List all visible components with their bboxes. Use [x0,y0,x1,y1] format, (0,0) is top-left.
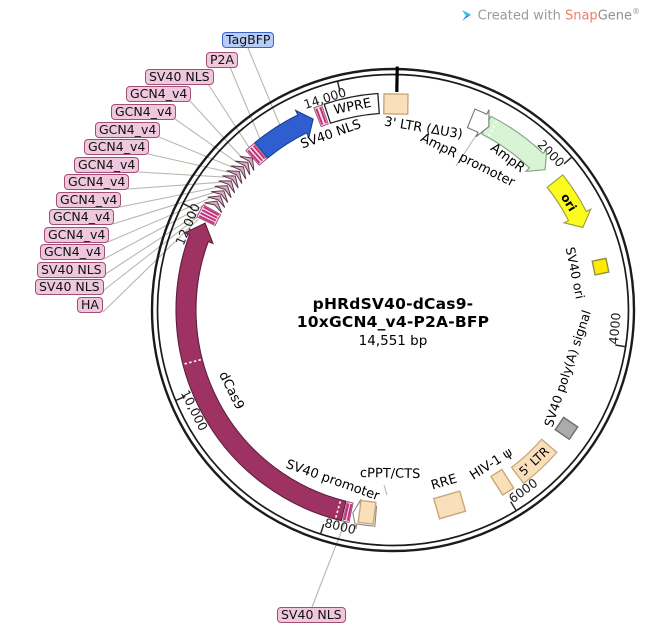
arc-label: SV40 ori [563,246,588,301]
feature-dcas9 [175,222,347,522]
plasmid-title-block: pHRdSV40-dCas9-10xGCN4_v4-P2A-BFP 14,551… [262,295,525,349]
leader-line [137,171,225,178]
feature-gcn4-repeat [230,165,247,180]
arc-label: SV40 poly(A) signal [541,308,594,429]
feature-stripe [250,147,263,162]
arc-label: cPPT/CTS [360,466,421,482]
position-tick [563,156,573,165]
backbone-outer-ring [150,67,636,553]
callout-gcn4-v4: GCN4_v4 [56,192,122,208]
feature-5-ltr [510,438,558,485]
feature-ori [546,174,592,229]
leader-line [119,186,217,208]
callout-sv40-nls: SV40 NLS [277,607,346,623]
leader-line [455,133,478,167]
feature-stripe [200,212,217,222]
leader-line [112,192,214,225]
callout-gcn4-v4: GCN4_v4 [126,86,192,102]
callout-tagbfp: TagBFP [222,32,275,48]
plasmid-name: pHRdSV40-dCas9-10xGCN4_v4-P2A-BFP [296,295,490,331]
callout-sv40-nls: SV40 NLS [145,69,214,85]
feature-gcn4-repeat [210,190,229,203]
snapgene-logo-icon [461,9,471,21]
plasmid-size: 14,551 bp [358,333,428,349]
arc-label: RRE [429,472,458,494]
feature-stripe [319,106,327,124]
position-tick [336,81,341,92]
leader-line [98,214,201,295]
feature-gcn4-repeat [239,155,255,171]
position-tick [175,395,186,401]
callout-gcn4-v4: GCN4_v4 [84,139,150,155]
snapgene-credit: Created with SnapGene® [460,7,640,23]
feature-stripe [201,209,218,219]
callout-gcn4-v4: GCN4_v4 [64,174,130,190]
feature-stripe [198,215,215,225]
arc-label: WPRE [333,96,373,118]
feature-wpre [323,92,380,125]
feature-gcn4-repeat [207,195,226,208]
callout-gcn4-v4: GCN4_v4 [40,244,106,260]
feature-stripe [203,206,220,217]
feature-stripe [343,503,350,521]
feature-ampr-promoter [466,108,490,138]
feature-rre [432,490,467,520]
feature-sv40-poly-a-signal [554,416,579,441]
callout-gcn4-v4: GCN4_v4 [111,104,177,120]
callout-gcn4-v4: GCN4_v4 [74,157,140,173]
feature-stripe [247,149,261,164]
brand-gene: Gene [597,8,632,24]
leader-line [207,83,257,159]
feature-gcn4-repeat [235,160,251,175]
feature-gcn4-repeat [226,170,243,184]
leader-line [383,484,388,496]
callout-ha: HA [77,297,103,313]
callout-gcn4-v4: GCN4_v4 [44,227,110,243]
position-tick [615,344,626,348]
leader-line [158,136,233,168]
feature-ampr [481,115,548,173]
leader-line [102,218,199,313]
position-tick [183,203,193,209]
tick-label: 4000 [606,312,624,345]
callout-gcn4-v4: GCN4_v4 [49,209,115,225]
leader-line [229,66,264,147]
feature-sv40-ori [591,257,610,276]
registered-mark: ® [632,7,640,16]
position-tick [319,523,325,534]
leader-line [147,153,229,173]
credit-text: Created with SnapGene® [477,7,640,24]
feature-stripe [252,144,266,160]
leader-line [100,210,203,278]
feature-gcn4-repeat [222,175,239,189]
leader-line [107,198,210,243]
feature-gcn4-repeat [214,185,232,198]
callout-sv40-nls: SV40 NLS [35,279,104,295]
callout-gcn4-v4: GCN4_v4 [95,122,161,138]
leader-line [189,100,243,158]
position-tick [510,501,517,511]
feature-gcn4-repeat [204,200,223,213]
leader-line [103,203,206,260]
leader-line [127,181,221,190]
feature-cppt-cts [357,499,377,525]
leader-line [247,47,282,129]
feature-hiv-1- [489,468,515,496]
feature-stripe [315,108,324,125]
backbone-inner-ring [156,73,630,547]
brand-snap: Snap [564,8,598,24]
feature-stripe [346,503,353,521]
feature-tagbfp [254,109,314,159]
leader-line [174,118,238,163]
feature-3-ltr-u3- [383,93,409,115]
feature-gcn4-repeat [218,180,236,194]
callout-p2a: P2A [206,52,239,68]
callout-sv40-nls: SV40 NLS [37,262,106,278]
